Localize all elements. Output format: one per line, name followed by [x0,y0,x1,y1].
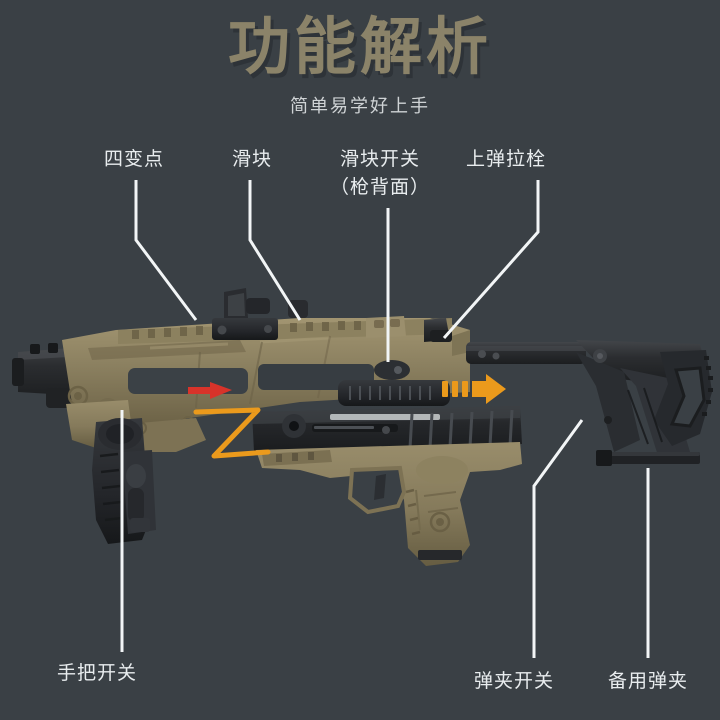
label-slider-switch-line2: （枪背面） [330,176,431,198]
page-title: 功能解析 [227,13,492,82]
skeleton-stock [576,340,713,462]
label-spare-magazine: 备用弹夹 [608,671,689,692]
slider-switch-part [338,380,450,406]
label-charging-handle: 上弹拉栓 [466,149,547,170]
spare-magazine-part [596,450,700,466]
label-slider: 滑块 [232,149,273,170]
label-four-change-point: 四变点 [104,149,165,170]
rear-sight-block [366,316,406,338]
inner-pistol [252,406,522,566]
insert-path-connector [193,407,271,459]
page-subtitle: 简单易学好上手 [290,96,430,116]
vertical-foregrip [92,418,156,544]
label-magazine-switch: 弹夹开关 [474,671,555,692]
slider-switch-button [374,360,410,380]
label-slider-switch: 滑块开关 （枪背面） [330,146,430,201]
carbine-conversion-kit [12,288,713,544]
slide-back-arrow [188,382,232,399]
label-grip-switch: 手把开关 [57,663,138,684]
receiver-extension [452,330,586,364]
label-slider-switch-line1: 滑块开关 [340,149,421,170]
slide-forward-arrow [442,374,506,404]
motion-annotations [188,374,506,459]
